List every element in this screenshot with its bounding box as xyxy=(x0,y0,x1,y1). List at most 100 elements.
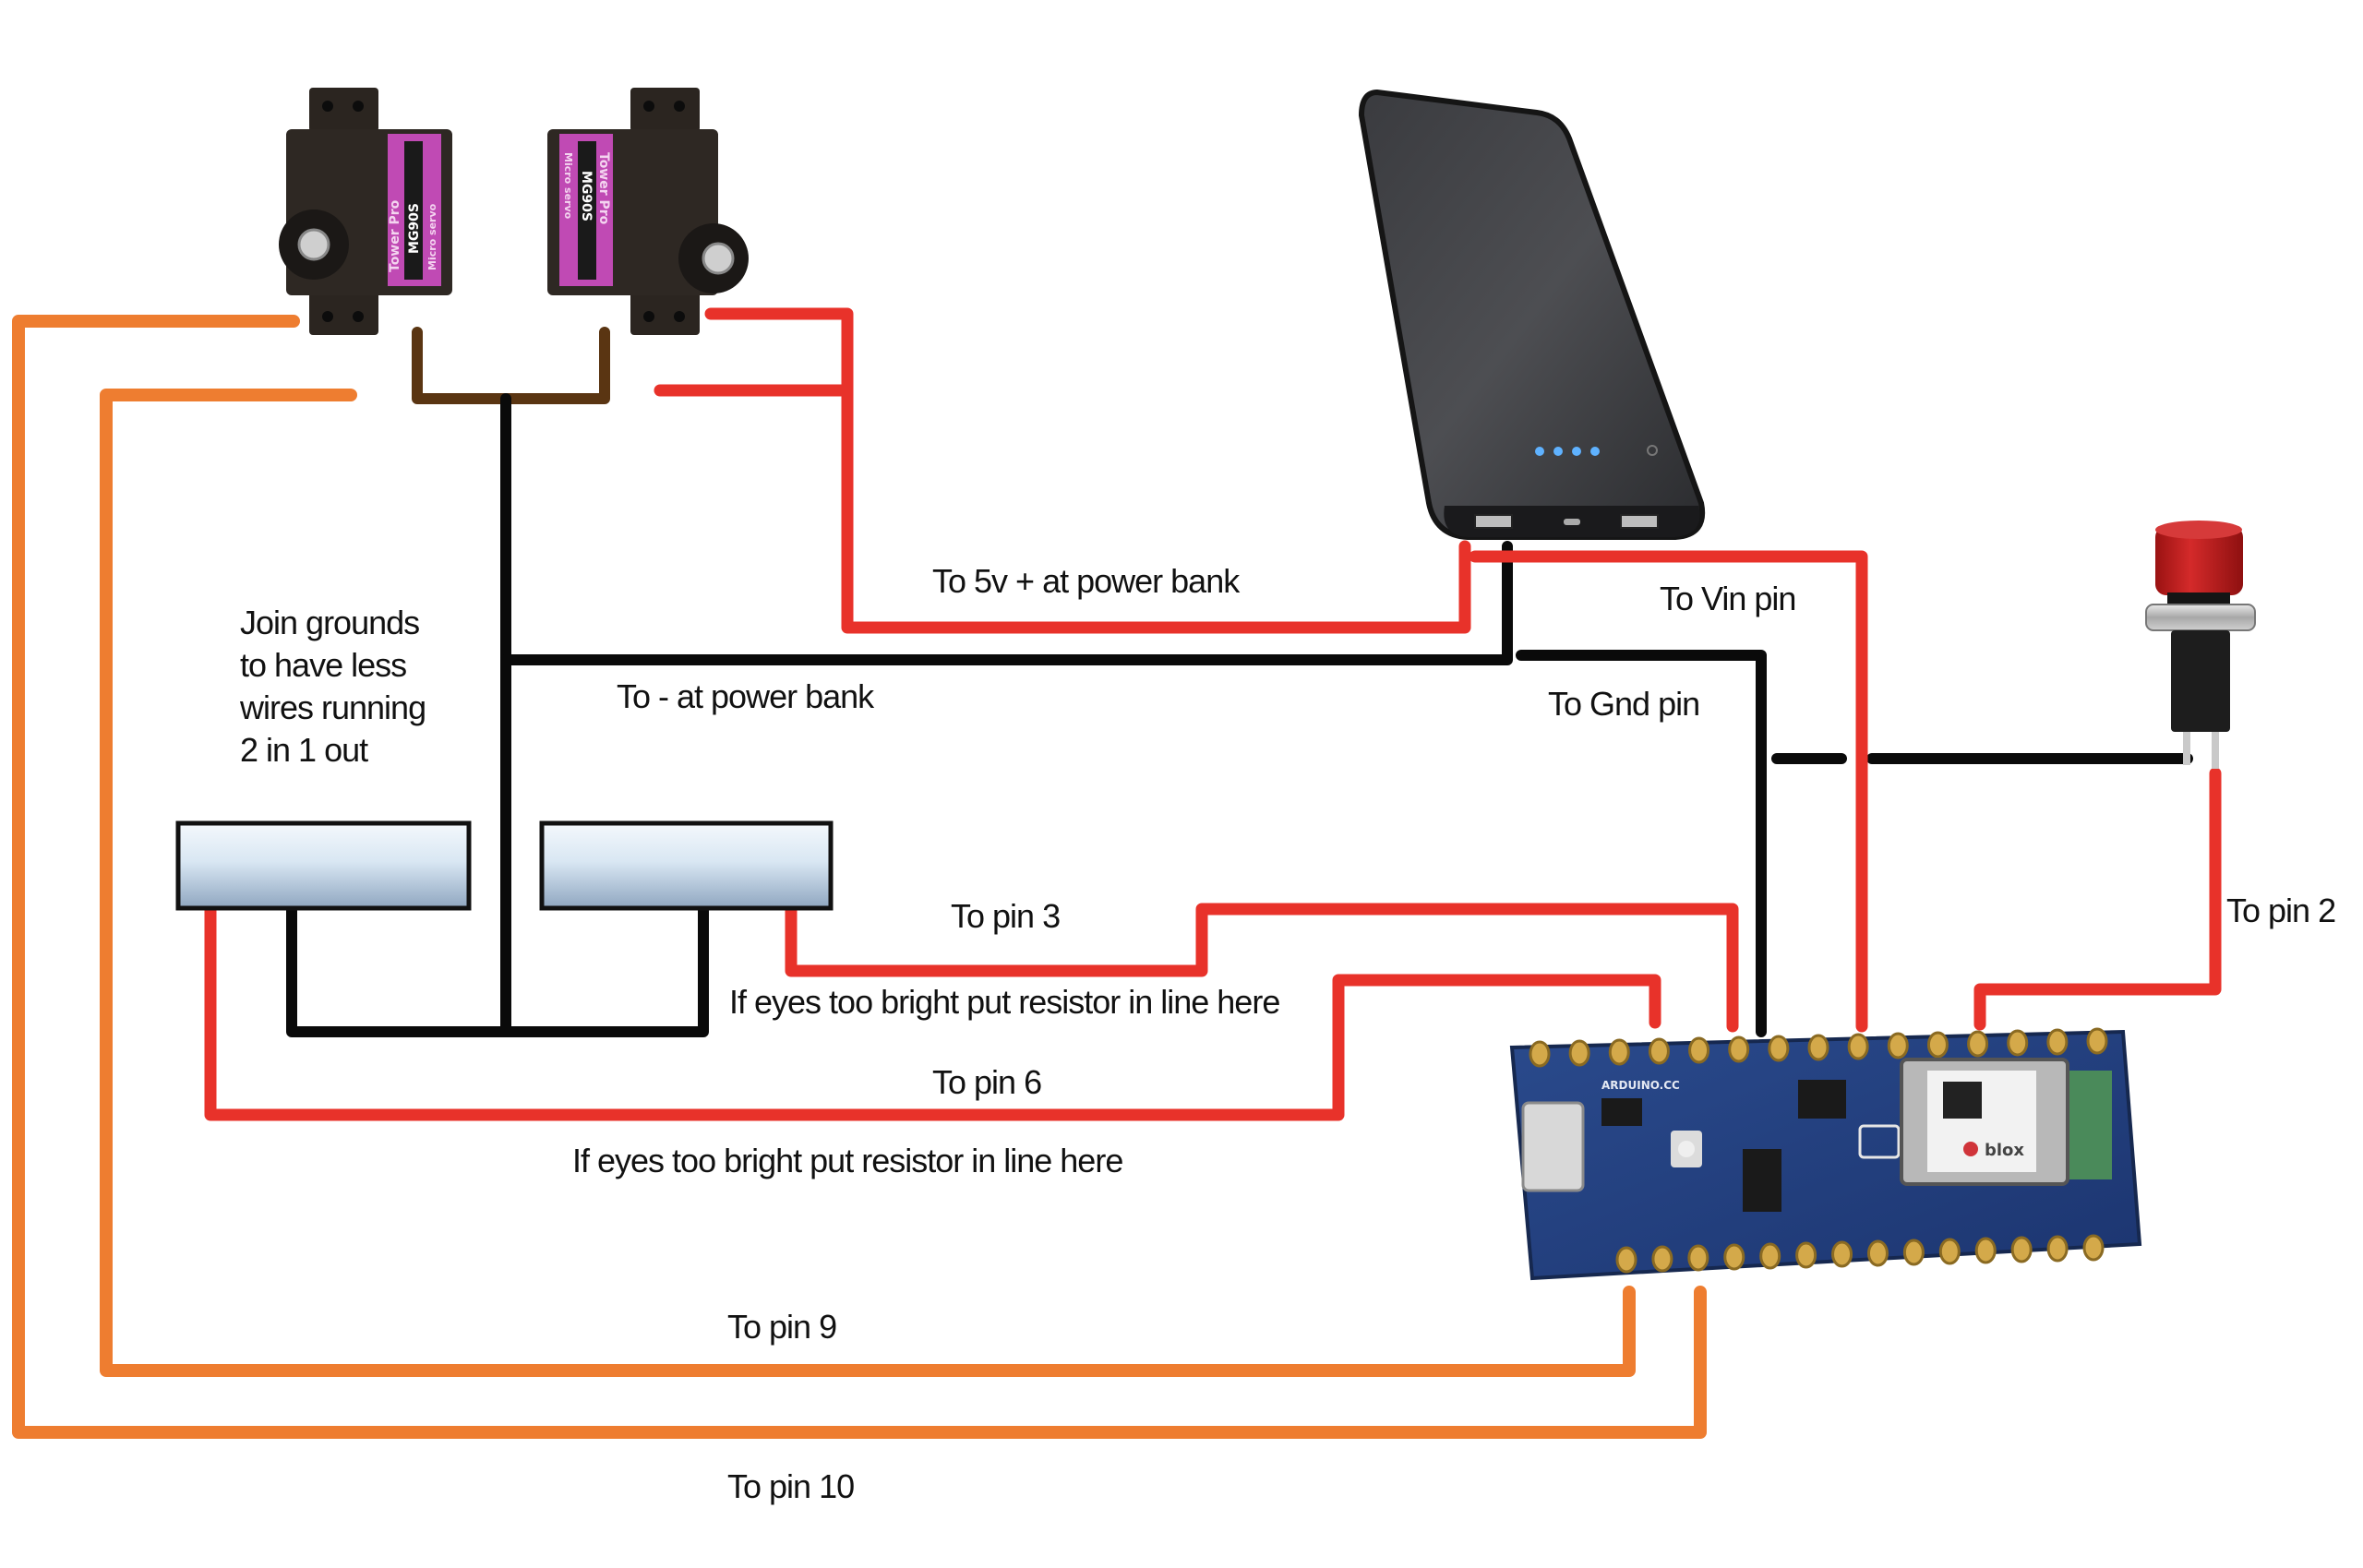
header-pin xyxy=(1847,1033,1869,1060)
arduino-silkscreen: ARDUINO.CC xyxy=(1601,1079,1680,1092)
header-pin xyxy=(1866,1239,1889,1267)
arduino-header-top xyxy=(1529,1027,2108,1068)
mount-hole xyxy=(674,101,685,112)
servo-left-type: Micro servo xyxy=(426,203,438,270)
servo-right: Tower Pro MG90S Micro servo xyxy=(547,88,749,335)
label-join-grounds: Join grounds to have less wires running … xyxy=(240,604,426,769)
chip-2 xyxy=(1798,1080,1846,1119)
mount-hole xyxy=(674,311,685,322)
header-pin xyxy=(2046,1235,2069,1263)
header-pin xyxy=(2046,1028,2069,1056)
button-cap-top xyxy=(2155,521,2242,539)
mount-hole xyxy=(643,311,654,322)
led-eye-right xyxy=(539,820,834,911)
label-to-pin10: To pin 10 xyxy=(727,1467,855,1505)
header-pin xyxy=(1831,1240,1853,1268)
header-pin xyxy=(1967,1030,1989,1058)
wires xyxy=(12,307,2222,1439)
header-pin xyxy=(1887,1032,1909,1059)
power-button-icon xyxy=(1647,445,1658,456)
power-bank xyxy=(1358,89,1706,540)
push-button xyxy=(2145,521,2256,769)
servo-left-mount-top xyxy=(309,88,378,132)
servo-left: Tower Pro MG90S Micro servo xyxy=(279,88,452,335)
header-pin xyxy=(1926,1031,1949,1059)
label-to-pin3: To pin 3 xyxy=(951,897,1061,935)
led-eye-right-body xyxy=(539,820,834,911)
jumper-pads xyxy=(1858,1124,1901,1159)
wire-ground-to-gnd-pin xyxy=(1516,650,1767,1037)
label-to-pin2: To pin 2 xyxy=(2226,892,2336,929)
mount-hole xyxy=(353,311,364,322)
header-pin xyxy=(1938,1238,1961,1265)
arduino-header-bottom xyxy=(1615,1234,2105,1274)
indicator-led xyxy=(1590,447,1600,456)
header-pin xyxy=(1902,1239,1925,1266)
ublox-logo-icon xyxy=(1963,1142,1978,1156)
servo-right-spline xyxy=(702,242,735,275)
wire-vin xyxy=(1469,550,1868,1033)
header-pin xyxy=(1608,1038,1630,1066)
header-pin xyxy=(2086,1027,2108,1055)
button-cap xyxy=(2155,526,2243,595)
power-bank-body xyxy=(1358,89,1706,540)
header-pin xyxy=(2010,1236,2033,1263)
servo-right-brand: Tower Pro xyxy=(596,152,611,225)
servo-left-spline xyxy=(297,228,330,261)
button-terminal-1 xyxy=(2183,732,2190,765)
wire-button-to-pin2 xyxy=(1973,767,2222,1031)
header-pin xyxy=(1807,1034,1829,1061)
label-to-pin9: To pin 9 xyxy=(727,1308,837,1346)
button-nut xyxy=(2145,604,2256,631)
header-pin xyxy=(1568,1039,1590,1067)
chip-3 xyxy=(1743,1149,1781,1212)
label-resistor-note-1: If eyes too bright put resistor in line … xyxy=(729,983,1280,1021)
label-to-5v: To 5v + at power bank xyxy=(932,562,1240,600)
wire-servo-left-ground xyxy=(412,327,610,404)
header-pin xyxy=(1795,1241,1817,1269)
header-pin xyxy=(1728,1035,1750,1063)
label-to-minus: To - at power bank xyxy=(617,677,874,715)
servo-left-mount-bottom xyxy=(309,291,378,335)
header-pin xyxy=(1759,1242,1781,1270)
button-body xyxy=(2171,630,2230,732)
wire-led-grounds xyxy=(286,904,709,1037)
wire-led-right-to-pin3 xyxy=(785,903,1739,1033)
header-pin xyxy=(1687,1244,1709,1272)
servo-left-sticker-band xyxy=(404,141,423,280)
micro-usb-port xyxy=(1521,1101,1585,1192)
mount-hole xyxy=(322,311,333,322)
servo-left-model: MG90S xyxy=(407,203,422,254)
header-pin xyxy=(1615,1246,1637,1274)
servo-right-mount-bottom xyxy=(630,291,700,335)
wire-ground-to-powerbank xyxy=(500,541,1513,665)
indicator-led xyxy=(1553,447,1563,456)
header-pin xyxy=(1529,1040,1551,1068)
battery-indicator-leds xyxy=(1535,447,1600,456)
indicator-led xyxy=(1535,447,1544,456)
label-resistor-note-2: If eyes too bright put resistor in line … xyxy=(572,1142,1123,1179)
ublox-logo-text: blox xyxy=(1985,1141,2024,1160)
header-pin xyxy=(1688,1036,1710,1064)
servo-right-mount-top xyxy=(630,88,700,132)
qr-code xyxy=(1943,1082,1982,1119)
servo-right-sticker-band xyxy=(578,141,596,280)
servo-right-model: MG90S xyxy=(579,171,594,221)
header-pin xyxy=(1648,1037,1670,1065)
chip-1 xyxy=(1601,1098,1642,1126)
mount-hole xyxy=(643,101,654,112)
reset-button-cap xyxy=(1678,1141,1695,1157)
led-eye-left-body xyxy=(175,820,472,911)
arduino-board: ARDUINO.CC blox xyxy=(1509,1027,2142,1281)
label-to-gnd: To Gnd pin xyxy=(1548,685,1700,723)
header-pin xyxy=(1974,1237,1997,1264)
header-pin xyxy=(2082,1234,2105,1262)
usb-port-2 xyxy=(1620,514,1659,529)
wire-servo-left-to-pin10 xyxy=(12,315,1707,1439)
header-pin xyxy=(1768,1035,1790,1062)
mount-hole xyxy=(322,101,333,112)
usb-c-port xyxy=(1564,519,1580,525)
wire-led-left-to-pin6 xyxy=(204,903,1661,1121)
usb-port-1 xyxy=(1474,514,1513,529)
